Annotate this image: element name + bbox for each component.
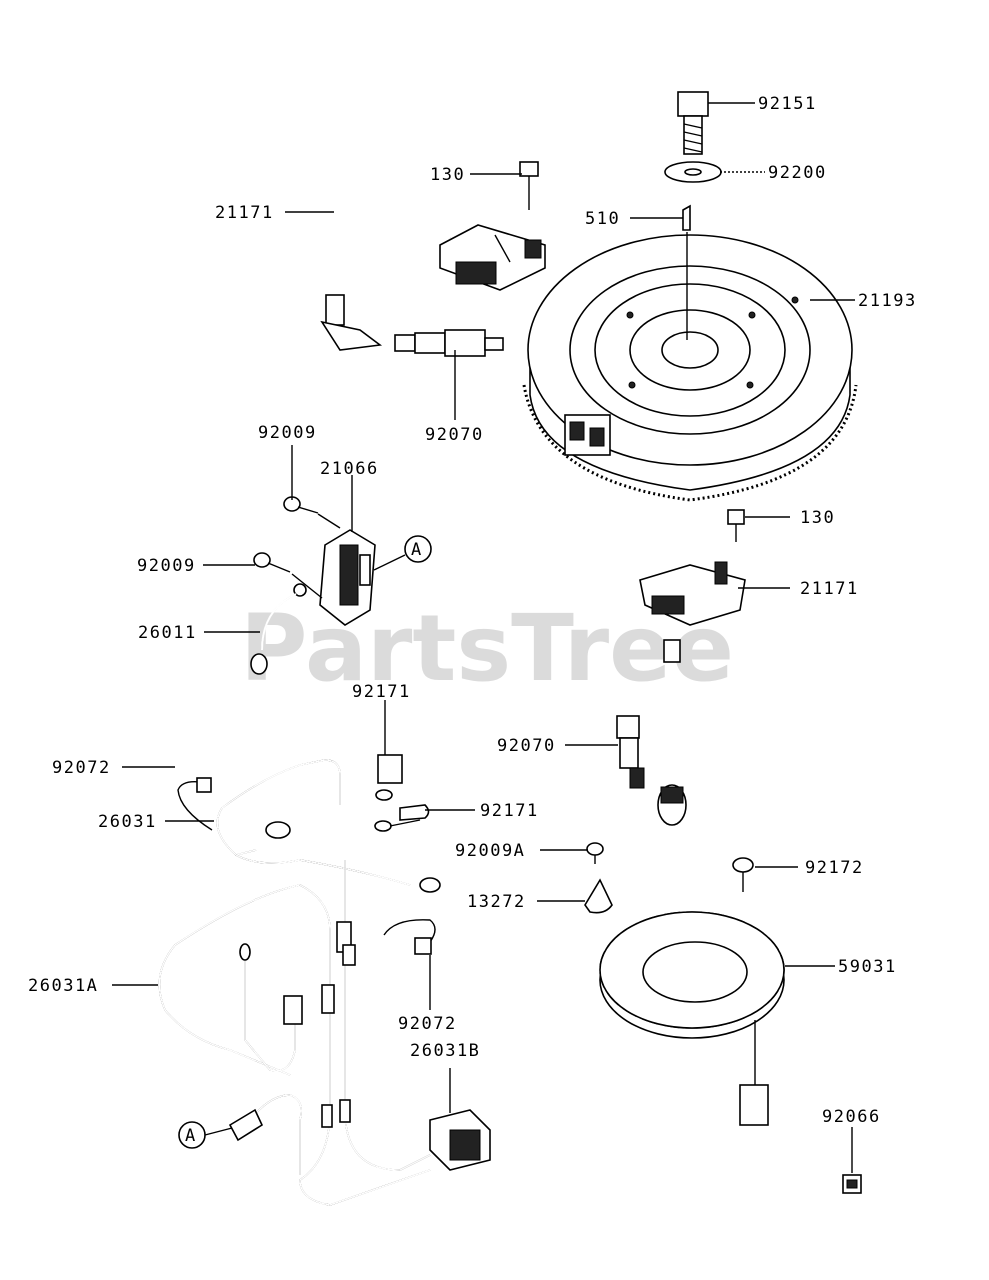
stator-screw xyxy=(732,857,754,892)
igniter-screw-b xyxy=(253,552,323,599)
callout-92009-a: 92009 xyxy=(258,423,317,443)
callout-26031B: 26031B xyxy=(410,1041,480,1061)
flywheel-washer xyxy=(664,161,722,183)
clamp-b xyxy=(383,919,436,955)
ignition-coil-top xyxy=(320,181,546,351)
callout-92200: 92200 xyxy=(768,163,827,183)
reference-a-top-label: A xyxy=(411,540,423,560)
callout-92009A: 92009A xyxy=(455,841,525,861)
clamp-a xyxy=(177,777,213,831)
callout-130-top: 130 xyxy=(430,165,465,185)
wiring-harness xyxy=(158,759,491,1206)
callout-26011: 26011 xyxy=(138,623,197,643)
leader-lines xyxy=(112,102,855,1173)
callout-92172: 92172 xyxy=(805,858,864,878)
reference-a-bottom: A xyxy=(178,1121,233,1149)
callout-26031A: 26031A xyxy=(28,976,98,996)
flywheel-bolt xyxy=(677,91,709,155)
flywheel xyxy=(522,234,858,502)
callout-92151: 92151 xyxy=(758,94,817,114)
callout-21193: 21193 xyxy=(858,291,917,311)
reference-a-top: A xyxy=(373,535,432,571)
reference-a-bottom-label: A xyxy=(185,1126,197,1146)
terminal-a xyxy=(375,754,403,801)
callout-92070-mid: 92070 xyxy=(497,736,556,756)
callout-510: 510 xyxy=(585,209,620,229)
spark-plug-mid xyxy=(616,715,645,789)
callout-92171-b: 92171 xyxy=(480,801,539,821)
callout-92072-b: 92072 xyxy=(398,1014,457,1034)
ignition-coil-mid xyxy=(639,561,746,826)
callout-130-mid: 130 xyxy=(800,508,835,528)
callout-13272: 13272 xyxy=(467,892,526,912)
ground-lead xyxy=(250,583,307,675)
spark-plug-top xyxy=(394,329,504,357)
callout-92009-b: 92009 xyxy=(137,556,196,576)
callout-59031: 59031 xyxy=(838,957,897,977)
callout-92070-top: 92070 xyxy=(425,425,484,445)
callout-92072-a: 92072 xyxy=(52,758,111,778)
callout-92171-a: 92171 xyxy=(352,682,411,702)
stator xyxy=(599,911,785,1126)
igniter-screw-a xyxy=(283,496,341,529)
callout-21171-top: 21171 xyxy=(215,203,274,223)
woodruff-key xyxy=(682,204,691,231)
callout-21066: 21066 xyxy=(320,459,379,479)
stator-screw-small xyxy=(586,842,604,864)
terminal-b xyxy=(374,804,430,832)
stator-plate xyxy=(584,878,613,914)
igniter-module xyxy=(319,529,376,626)
coil-bolt-mid xyxy=(727,509,745,542)
callout-26031: 26031 xyxy=(98,812,157,832)
callout-92066: 92066 xyxy=(822,1107,881,1127)
coil-bolt-top xyxy=(519,161,539,210)
nut xyxy=(842,1174,862,1194)
callout-21171-mid: 21171 xyxy=(800,579,859,599)
